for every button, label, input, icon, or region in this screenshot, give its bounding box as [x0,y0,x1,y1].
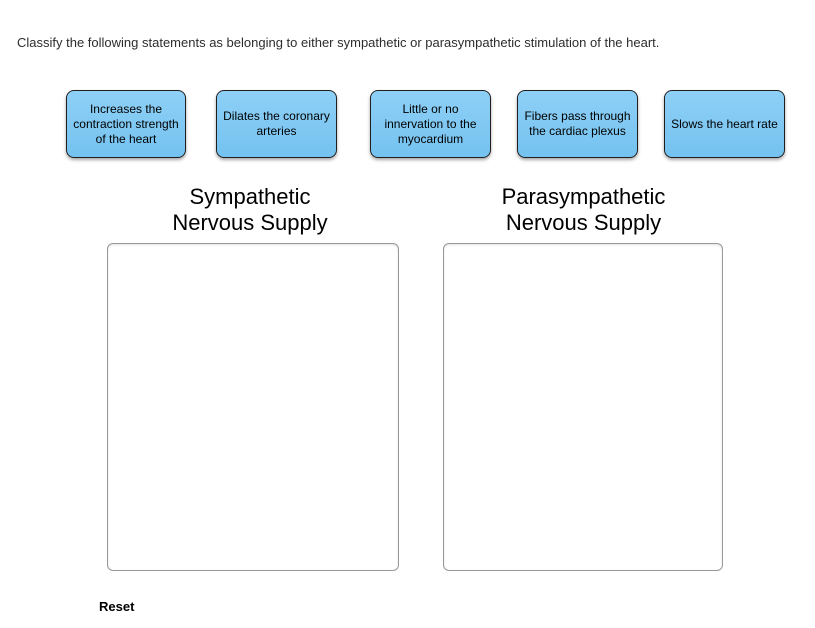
draggable-card-slows-heart-rate[interactable]: Slows the heart rate [664,90,785,158]
draggable-card-fibers-cardiac-plexus[interactable]: Fibers pass through the cardiac plexus [517,90,638,158]
draggable-card-little-innervation[interactable]: Little or no innervation to the myocardi… [370,90,491,158]
parasympathetic-zone-title: Parasympathetic Nervous Supply [501,184,666,235]
draggable-card-dilates-arteries[interactable]: Dilates the coronary arteries [216,90,337,158]
sympathetic-drop-zone[interactable] [107,243,399,571]
instruction-text: Classify the following statements as bel… [17,35,660,50]
draggable-card-increases-contraction[interactable]: Increases the contraction strength of th… [66,90,186,158]
parasympathetic-drop-zone[interactable] [443,243,723,571]
sympathetic-zone-title: Sympathetic Nervous Supply [172,184,328,235]
reset-button[interactable]: Reset [99,599,135,614]
